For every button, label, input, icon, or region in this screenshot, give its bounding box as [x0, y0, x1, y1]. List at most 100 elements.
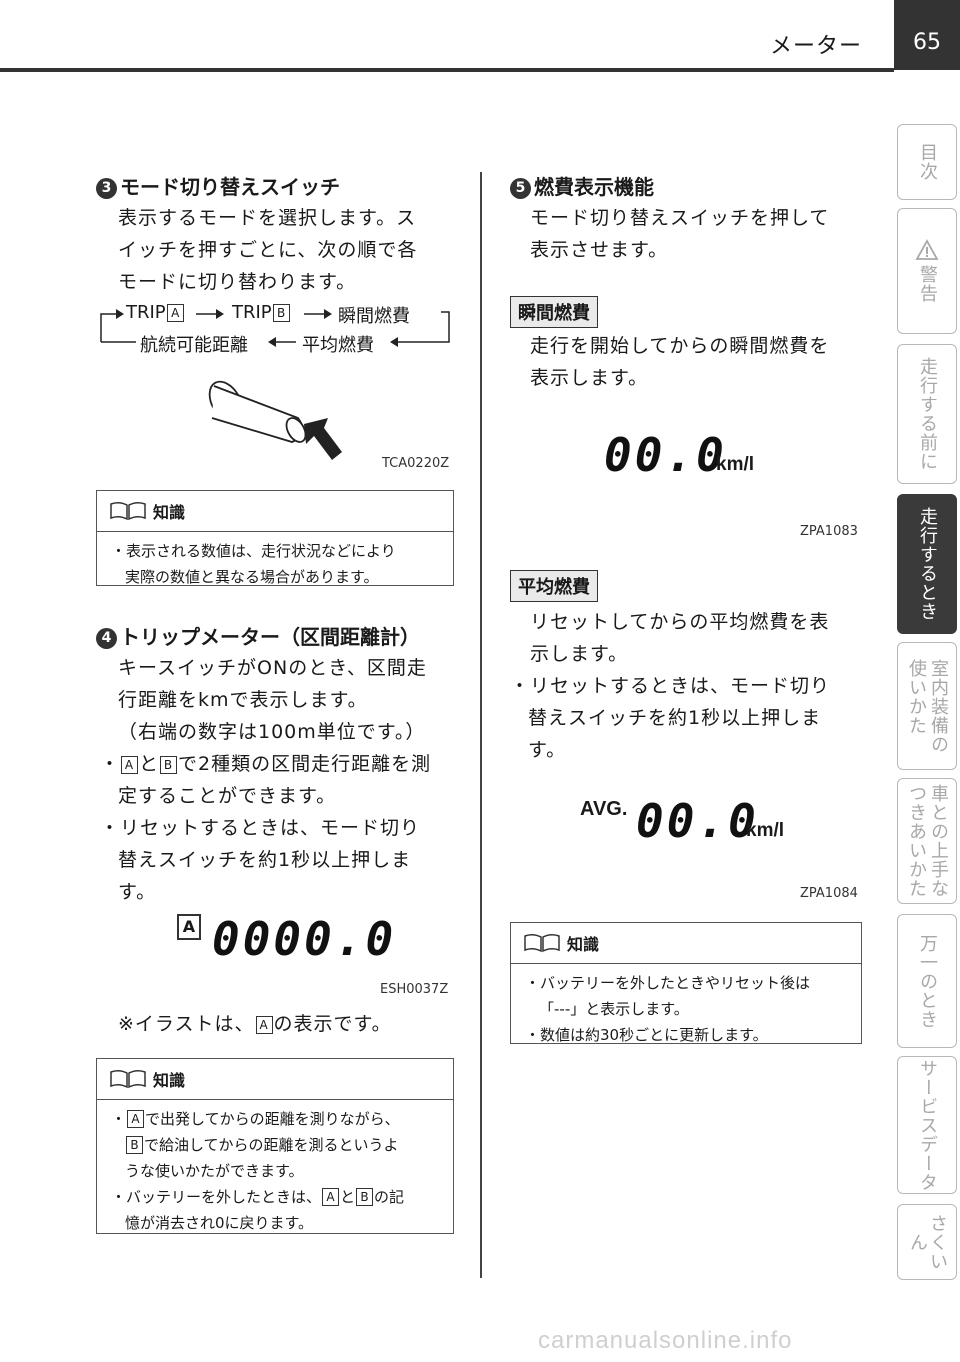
tab-warning[interactable]: 警告	[897, 208, 957, 334]
section-number: 3	[96, 178, 117, 199]
body-line: 示します。	[530, 643, 629, 665]
tab-index[interactable]: さくいん	[897, 1204, 957, 1280]
text: の表示です。	[273, 1013, 392, 1035]
warning-triangle-icon	[915, 239, 939, 260]
avg-fuel-bullets: ・リセットするときは、モード切り 替えスイッチを約1秒以上押しま す。	[510, 670, 870, 766]
trip-lcd-display: A 0000.0	[176, 912, 393, 972]
body-line: リセットしてからの平均燃費を表	[530, 611, 830, 633]
note-header: 知識	[97, 491, 453, 532]
section-4-body: キースイッチがONのとき、区間走 行距離をkmで表示します。 （右端の数字は10…	[118, 652, 463, 748]
bullet-line: ・リセットするときは、モード切り	[510, 675, 831, 697]
section-number: 4	[96, 628, 117, 649]
tab-label: 走行するとき	[917, 507, 938, 621]
avg-fuel-value: 00.0	[636, 794, 759, 848]
tab-contents[interactable]: 目次	[897, 124, 957, 200]
tab-car-care[interactable]: 車との上手なつきあいかた	[897, 778, 957, 904]
section-5-body: モード切り替えスイッチを押して 表示させます。	[530, 202, 875, 266]
bullet-line: す。	[528, 739, 567, 761]
section-3-body: 表示するモードを選択します。ス イッチを押すごとに、次の順で各 モードに切り替わ…	[118, 202, 458, 298]
body-line: 表示させます。	[530, 239, 669, 261]
bullet-line: 替えスイッチを約1秒以上押しま	[528, 707, 822, 729]
boxed-letter: B	[126, 1136, 143, 1154]
tab-label: 走行する前に	[917, 357, 938, 471]
bullet-line: 替えスイッチを約1秒以上押しま	[118, 849, 412, 871]
text: で給油してからの距離を測るというよ	[144, 1136, 399, 1154]
trip-text: TRIP	[126, 302, 166, 323]
note-header: 知識	[511, 923, 861, 964]
body-line: 表示するモードを選択します。ス	[118, 207, 417, 229]
figure-code: ZPA1083	[800, 524, 858, 539]
note-line: ・表示される数値は、走行状況などにより	[111, 542, 396, 560]
figure-code: ESH0037Z	[380, 982, 449, 997]
body-line: （右端の数字は100m単位です。）	[118, 721, 426, 743]
section-title: トリップメーター（区間距離計）	[120, 625, 420, 649]
tab-label-col2: 使いかた	[906, 658, 927, 735]
instant-fuel-label: 瞬間燃費	[510, 296, 598, 328]
unit-label: km/l	[716, 454, 755, 475]
tab-label: サービスデータ	[917, 1058, 938, 1192]
note-title: 知識	[567, 935, 600, 954]
boxed-letter: A	[322, 1188, 340, 1206]
section-number: 5	[510, 178, 531, 199]
avg-fuel-label: 平均燃費	[510, 570, 598, 602]
note-line: ・バッテリーを外したときやリセット後は	[525, 974, 811, 992]
tab-label: 目次	[917, 143, 938, 181]
boxed-letter: A	[121, 756, 139, 774]
note-body: ・バッテリーを外したときやリセット後は 「---」と表示します。 ・数値は約30…	[511, 964, 861, 1054]
book-icon	[524, 933, 560, 953]
note-line: 憶が消去され0に戻ります。	[125, 1214, 314, 1232]
cycle-instant-fuel: 瞬間燃費	[338, 306, 410, 327]
boxed-letter: A	[255, 1016, 273, 1034]
page-header-title: メーター	[769, 34, 862, 59]
tab-interior-equipment[interactable]: 室内装備の使いかた	[897, 642, 957, 770]
tab-emergency[interactable]: 万一のとき	[897, 914, 957, 1048]
mode-switch-illustration	[208, 380, 342, 460]
tab-service-data[interactable]: サービスデータ	[897, 1056, 957, 1194]
instant-fuel-value: 00.0	[604, 428, 727, 482]
book-icon	[110, 1069, 146, 1089]
body-line: 表示します。	[530, 367, 649, 389]
boxed-letter: B	[272, 304, 290, 322]
note-title: 知識	[153, 1071, 186, 1090]
avg-fuel-body: リセットしてからの平均燃費を表 示します。	[530, 606, 875, 670]
text: の記	[374, 1188, 405, 1206]
trip-value: 0000.0	[212, 912, 397, 966]
trip-indicator: A	[177, 914, 201, 940]
note-line: 実際の数値と異なる場合があります。	[125, 568, 379, 586]
instant-fuel-body: 走行を開始してからの瞬間燃費を 表示します。	[530, 330, 875, 394]
tab-label: 万一のとき	[917, 933, 938, 1029]
body-line: モード切り替えスイッチを押して	[530, 207, 830, 229]
text: で2種類の区間走行距離を測	[178, 753, 432, 775]
body-line: キースイッチがONのとき、区間走	[118, 657, 427, 679]
unit-label: km/l	[746, 820, 785, 841]
column-divider	[480, 172, 482, 1278]
note-box: 知識 ・バッテリーを外したときやリセット後は 「---」と表示します。 ・数値は…	[510, 922, 862, 1044]
boxed-letter: A	[166, 304, 184, 322]
avg-fuel-lcd: AVG. 00.0 km/l	[580, 794, 800, 854]
cycle-arrows	[100, 309, 450, 347]
book-icon	[110, 501, 146, 521]
header-rule	[0, 68, 894, 72]
page-number: 65	[894, 0, 960, 70]
tab-while-driving[interactable]: 走行するとき	[897, 494, 957, 634]
section-title: 燃費表示機能	[534, 175, 654, 199]
body-line: 行距離をkmで表示します。	[118, 689, 368, 711]
bullet-line: す。	[118, 881, 157, 903]
trip-text: TRIP	[232, 302, 272, 323]
bullet-line: ・リセットするときは、モード切り	[100, 817, 421, 839]
note-box: 知識 ・表示される数値は、走行状況などにより 実際の数値と異なる場合があります。	[96, 490, 454, 586]
bullet-line: 定することができます。	[118, 785, 337, 807]
body-line: モードに切り替わります。	[118, 271, 357, 293]
note-line: ・数値は約30秒ごとに更新します。	[525, 1026, 768, 1044]
tab-before-driving[interactable]: 走行する前に	[897, 344, 957, 484]
